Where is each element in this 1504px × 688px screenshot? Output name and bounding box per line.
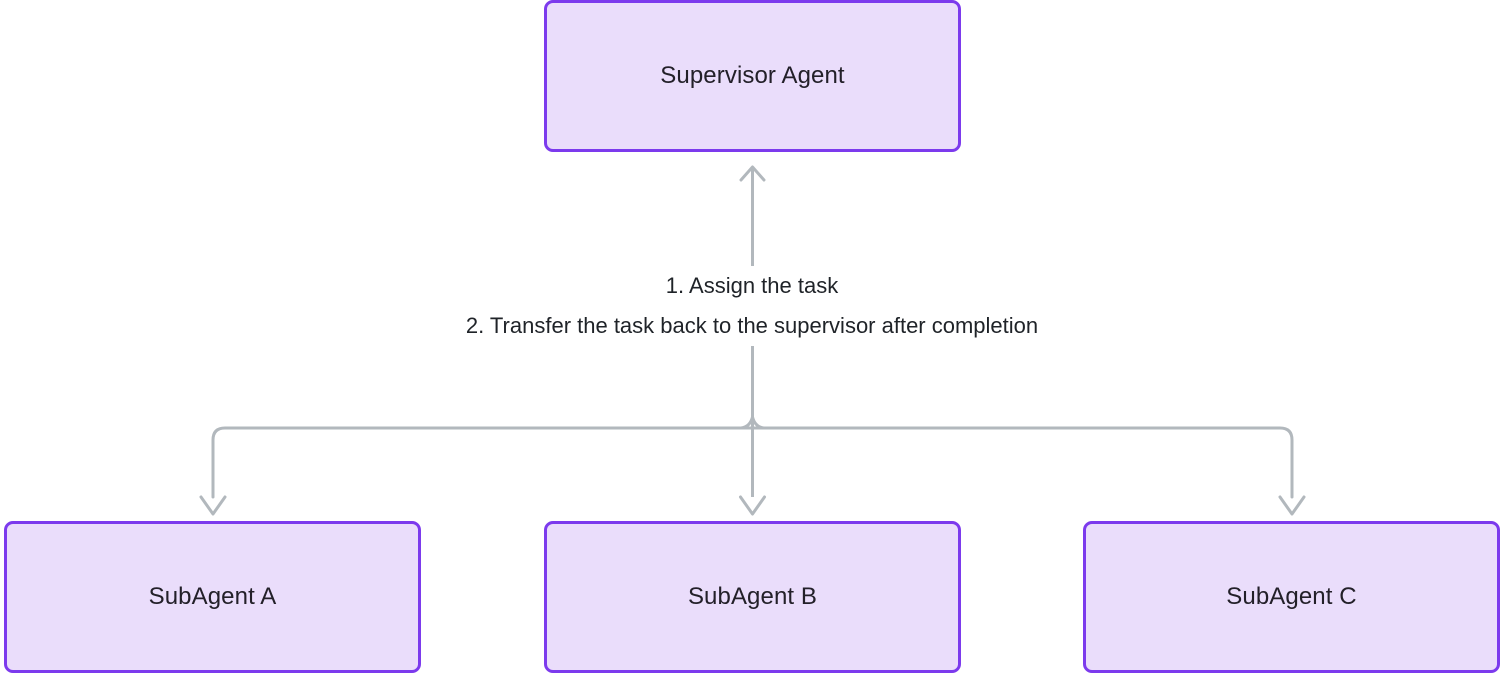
node-subagent-a-label: SubAgent A (148, 582, 277, 610)
arrowhead-down-to-subagent-c (1278, 495, 1306, 516)
edge-junction-fillet-right (751, 415, 766, 430)
node-subagent-b-label: SubAgent B (687, 582, 818, 610)
arrowhead-down-to-subagent-b (739, 495, 766, 516)
node-subagent-b[interactable]: SubAgent B (544, 521, 961, 673)
edge-junction-fillet-left (739, 415, 754, 430)
node-subagent-c[interactable]: SubAgent C (1083, 521, 1500, 673)
arrowhead-up-to-supervisor (739, 165, 766, 182)
node-supervisor-agent-label: Supervisor Agent (660, 61, 845, 89)
node-subagent-a[interactable]: SubAgent A (4, 521, 421, 673)
node-supervisor-agent[interactable]: Supervisor Agent (544, 0, 961, 152)
node-subagent-c-label: SubAgent C (1226, 582, 1357, 610)
edge-branch-right (751, 426, 1294, 499)
arrowhead-down-to-subagent-a (199, 495, 227, 516)
edge-branch-left (211, 426, 754, 499)
